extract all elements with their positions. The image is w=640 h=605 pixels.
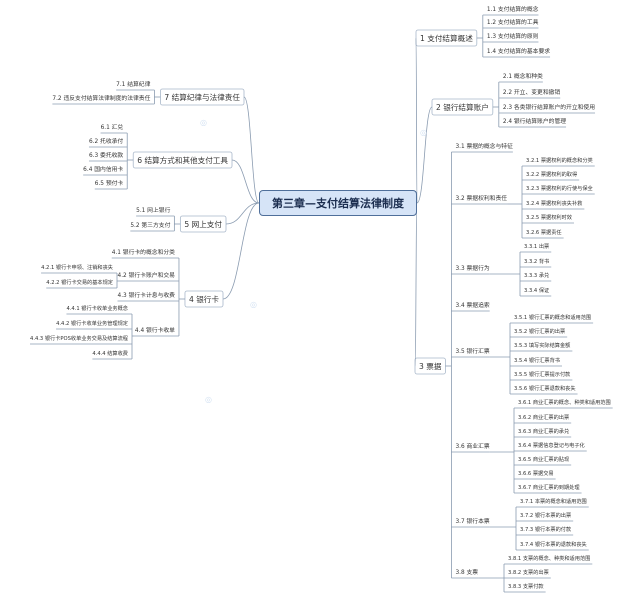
sub-topic[interactable]: 6.5 预付卡 xyxy=(94,180,124,187)
sub-topic[interactable]: 6.3 委托收款 xyxy=(88,152,124,159)
detail-topic[interactable]: 3.3.4 保证 xyxy=(524,288,550,295)
detail-topic[interactable]: 3.2.3 票据权利的行使与保全 xyxy=(526,186,593,193)
branch-topic[interactable]: 5 网上支付 xyxy=(184,219,222,229)
detail-topic[interactable]: 3.5.1 银行汇票的概念和适用范围 xyxy=(514,315,592,322)
detail-topic[interactable]: 3.6.5 商业汇票的贴现 xyxy=(518,457,570,464)
detail-topic[interactable]: 3.8.2 支票的出票 xyxy=(508,570,549,577)
detail-topic[interactable]: 3.5.2 银行汇票的出票 xyxy=(514,329,566,336)
connector-line xyxy=(414,202,418,367)
sub-topic[interactable]: 7.2 违反支付结算法律制度的法律责任 xyxy=(52,95,151,102)
connector-line xyxy=(231,159,260,204)
detail-topic[interactable]: 3.5.5 银行汇票提示付款 xyxy=(514,372,571,379)
sub-topic[interactable]: 5.2 第三方支付 xyxy=(130,222,171,229)
connector-line xyxy=(416,106,433,204)
detail-topic[interactable]: 4.4.4 结算收费 xyxy=(92,351,128,358)
watermark-icon: ◎ xyxy=(420,128,427,137)
detail-topic[interactable]: 3.6.2 商业汇票的出票 xyxy=(518,415,570,422)
sub-topic[interactable]: 3.7 银行本票 xyxy=(455,518,490,525)
sub-topic[interactable]: 7.1 结算纪律 xyxy=(116,81,151,88)
sub-topic[interactable]: 2.3 各类银行结算账户的开立和使用 xyxy=(502,104,596,111)
sub-topic[interactable]: 6.2 托收承付 xyxy=(88,138,124,145)
detail-topic[interactable]: 3.6.4 票据信息登记与电子化 xyxy=(518,443,585,450)
detail-topic[interactable]: 3.5.3 填写实际结算金额 xyxy=(514,343,571,350)
sub-topic[interactable]: 3.8 支票 xyxy=(455,569,479,576)
detail-topic[interactable]: 3.7.2 银行本票的出票 xyxy=(520,513,572,520)
sub-topic[interactable]: 2.2 开立、变更和撤销 xyxy=(502,89,561,96)
sub-topic[interactable]: 4.1 银行卡的概念和分类 xyxy=(111,249,175,256)
detail-topic[interactable]: 3.6.6 票据交易 xyxy=(518,471,554,478)
branch-topic[interactable]: 4 银行卡 xyxy=(188,294,219,304)
sub-topic[interactable]: 6.4 国内信用卡 xyxy=(83,166,124,173)
branch-topic[interactable]: 2 银行结算账户 xyxy=(436,102,489,112)
sub-topic[interactable]: 3.2 票据权利和责任 xyxy=(455,195,508,202)
detail-topic[interactable]: 4.2.2 银行卡交易的基本规定 xyxy=(46,280,113,287)
connector-line xyxy=(225,202,260,225)
detail-topic[interactable]: 3.2.4 票据权利丧失补救 xyxy=(526,201,583,208)
watermark-icon: ◎ xyxy=(205,395,212,404)
detail-topic[interactable]: 3.3.2 背书 xyxy=(524,259,550,266)
detail-topic[interactable]: 4.2.1 银行卡申领、注销和丧失 xyxy=(41,265,113,272)
detail-topic[interactable]: 3.6.3 商业汇票的承兑 xyxy=(518,429,570,436)
detail-topic[interactable]: 3.7.4 银行本票的退款和丧失 xyxy=(520,542,587,549)
sub-topic[interactable]: 2.1 概念和种类 xyxy=(502,73,543,80)
sub-topic[interactable]: 2.4 银行结算账户的管理 xyxy=(502,118,567,125)
detail-topic[interactable]: 3.3.3 承兑 xyxy=(524,273,550,280)
sub-topic[interactable]: 3.6 商业汇票 xyxy=(455,443,490,450)
sub-topic[interactable]: 3.5 银行汇票 xyxy=(455,348,490,355)
detail-topic[interactable]: 3.6.1 商业汇票的概念、种类和适用范围 xyxy=(518,400,611,407)
connector-line xyxy=(243,96,260,204)
sub-topic[interactable]: 5.1 网上银行 xyxy=(136,207,171,214)
sub-topic[interactable]: 4.2 银行卡账户和交易 xyxy=(117,272,175,279)
sub-topic[interactable]: 4.3 银行卡计息与收费 xyxy=(117,292,175,299)
watermark-icon: ◎ xyxy=(250,300,257,309)
branch-topic[interactable]: 7 结算纪律与法律责任 xyxy=(164,92,240,102)
detail-topic[interactable]: 3.7.1 本票的概念和适用范围 xyxy=(520,499,587,506)
detail-topic[interactable]: 3.7.3 银行本票的付款 xyxy=(520,527,572,534)
sub-topic[interactable]: 6.1 汇兑 xyxy=(100,124,124,131)
sub-topic[interactable]: 1.4 支付结算的基本要求 xyxy=(486,48,551,55)
detail-topic[interactable]: 3.5.4 银行汇票背书 xyxy=(514,358,560,365)
watermark-icon: ◎ xyxy=(200,118,207,127)
detail-topic[interactable]: 4.4.2 银行卡收单业务管理规定 xyxy=(56,321,128,328)
detail-topic[interactable]: 3.2.2 票据权利的取得 xyxy=(526,172,578,179)
detail-topic[interactable]: 3.2.5 票据权利时效 xyxy=(526,215,572,222)
detail-topic[interactable]: 3.2.6 票据责任 xyxy=(526,230,562,237)
sub-topic[interactable]: 1.2 支付结算的工具 xyxy=(486,19,539,26)
detail-topic[interactable]: 3.5.6 银行汇票退款和丧失 xyxy=(514,386,576,393)
detail-topic[interactable]: 4.4.1 银行卡收单业务概念 xyxy=(66,306,128,313)
detail-topic[interactable]: 4.4.3 银行卡POS收单业务交易及结算流程 xyxy=(30,336,128,343)
detail-topic[interactable]: 3.3.1 出票 xyxy=(524,244,550,251)
sub-topic[interactable]: 4.4 银行卡收单 xyxy=(134,327,175,334)
sub-topic[interactable]: 3.1 票据的概念与特征 xyxy=(455,143,513,150)
detail-topic[interactable]: 3.6.7 商业汇票的到期处理 xyxy=(518,485,580,492)
sub-topic[interactable]: 3.3 票据行为 xyxy=(455,265,490,272)
connector-line xyxy=(222,202,260,300)
branch-topic[interactable]: 6 结算方式和其他支付工具 xyxy=(137,155,228,165)
detail-topic[interactable]: 3.2.1 票据权利的概念和分类 xyxy=(526,158,593,165)
sub-topic[interactable]: 1.1 支付结算的概念 xyxy=(486,6,539,13)
sub-topic[interactable]: 1.3 支付结算的原则 xyxy=(486,33,539,40)
sub-topic[interactable]: 3.4 票据追索 xyxy=(455,302,490,309)
branch-topic[interactable]: 1 支付结算概述 xyxy=(420,33,473,43)
detail-topic[interactable]: 3.8.1 支票的概念、种类和适用范围 xyxy=(508,556,591,563)
root-topic[interactable]: 第三章—支付结算法律制度 xyxy=(259,190,417,216)
detail-topic[interactable]: 3.8.3 支票付款 xyxy=(508,584,544,591)
branch-topic[interactable]: 3 票据 xyxy=(419,361,442,371)
connector-line xyxy=(415,37,418,204)
